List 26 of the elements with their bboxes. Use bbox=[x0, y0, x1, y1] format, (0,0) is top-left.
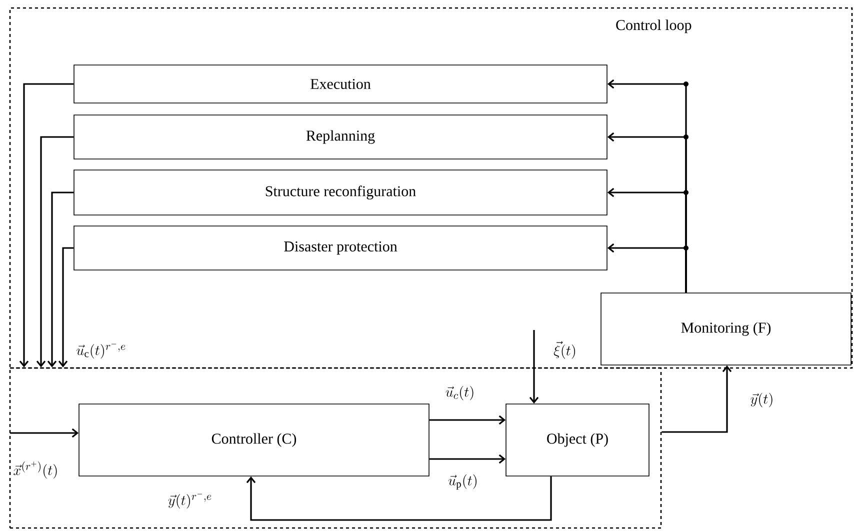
process-box: Replanning bbox=[74, 114, 608, 160]
process-box: Controller (C) bbox=[78, 404, 430, 476]
arrow bbox=[529, 330, 539, 404]
arrow bbox=[662, 365, 732, 433]
process-box: Execution bbox=[74, 64, 608, 104]
arrow bbox=[36, 136, 74, 368]
arrow bbox=[607, 243, 687, 293]
edge-label: $\vec{\xi}(t)$ bbox=[552, 340, 578, 360]
arrow bbox=[58, 247, 74, 368]
subsystem-frame bbox=[9, 367, 662, 529]
edge-label: $\vec{u}_{c}(t)$ bbox=[444, 384, 476, 402]
process-box: Object (P) bbox=[506, 404, 650, 476]
signal-label: $\vec{u}_{\mathrm{c}}(t)^{r^{-},e}$ bbox=[76, 344, 126, 359]
process-box: Monitoring (F) bbox=[600, 292, 852, 366]
arrow bbox=[429, 454, 506, 464]
process-box: Disaster protection bbox=[74, 226, 608, 270]
process-box: Structure reconfiguration bbox=[74, 170, 608, 216]
edge-label: $\vec{y}(t)$ bbox=[749, 392, 775, 408]
arrow bbox=[429, 415, 506, 425]
arrow bbox=[47, 192, 74, 368]
arrow bbox=[10, 428, 79, 438]
edge-label: $\vec{y}(t)^{r^{-},e}$ bbox=[166, 490, 214, 510]
arrow bbox=[19, 83, 74, 368]
edge-label: $\vec{x}^{(r^{+})}(t)$ bbox=[12, 460, 60, 480]
arrow bbox=[246, 476, 552, 521]
edge-label: $\vec{u}_{\mathrm{p}}(t)$ bbox=[447, 473, 479, 491]
